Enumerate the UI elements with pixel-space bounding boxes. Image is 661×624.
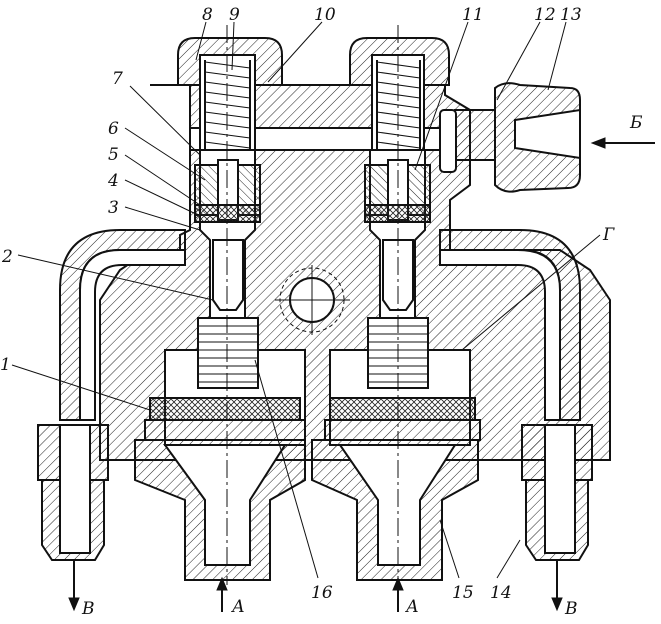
label-1: 1 [0,355,11,375]
port-label-a-left: А [231,597,245,617]
centre-lines [226,25,399,585]
label-8: 8 [202,5,213,25]
right-outlet-nozzle [521,424,593,561]
supply-fitting [439,82,581,193]
port-label-g: Г [602,225,615,245]
left-outlet-nozzle [37,424,109,561]
label-15: 15 [452,583,474,603]
label-3: 3 [108,198,119,218]
label-9: 9 [229,5,240,25]
part-number-labels: 8 9 10 11 12 13 7 6 5 4 3 2 1 16 15 14 [0,5,582,603]
port-label-v-left: В [81,599,95,619]
label-10: 10 [314,5,336,25]
label-13: 13 [560,5,582,25]
port-letters: В В А А Б Г [81,113,643,619]
label-14: 14 [490,583,512,603]
leader-lines [11,21,601,579]
label-6: 6 [108,119,119,139]
label-12: 12 [534,5,556,25]
flow-arrows [68,137,655,612]
left-inlet-fitting [134,439,306,581]
label-2: 2 [1,247,13,267]
port-label-b-supply: Б [629,113,643,133]
label-11: 11 [462,5,484,25]
label-5: 5 [108,145,119,165]
label-16: 16 [311,583,333,603]
port-label-a-right: А [405,597,419,617]
centre-channel [275,265,350,335]
label-4: 4 [107,171,119,191]
label-7: 7 [112,69,123,89]
port-label-v-right: В [564,599,578,619]
